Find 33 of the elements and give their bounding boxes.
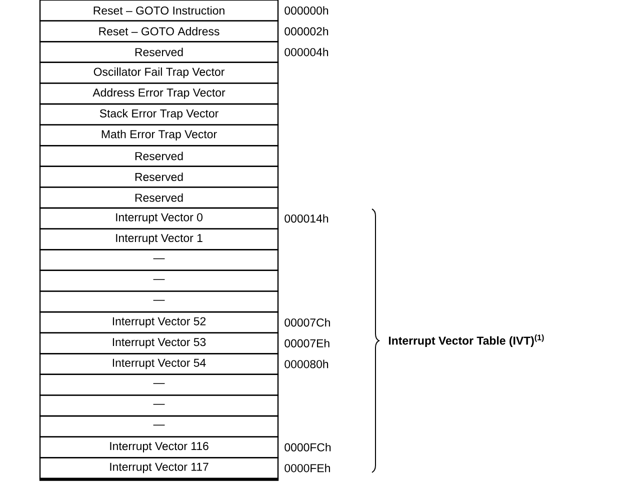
memory-cell: Interrupt Vector 1	[39, 228, 279, 250]
memory-cell: —	[39, 249, 279, 271]
memory-cell: —	[39, 394, 279, 417]
memory-cell: Stack Error Trap Vector	[39, 103, 279, 126]
memory-cell: Reserved	[39, 166, 279, 188]
memory-cell: Oscillator Fail Trap Vector	[39, 62, 279, 84]
memory-cell: —	[39, 290, 279, 313]
address-label: 000000h	[284, 6, 328, 15]
memory-cell: —	[39, 374, 279, 396]
memory-cell: Address Error Trap Vector	[39, 82, 279, 105]
memory-cell: —	[39, 270, 279, 292]
address-label: 0000FCh	[284, 443, 331, 452]
memory-cell: Reserved	[39, 145, 279, 167]
memory-cell: Math Error Trap Vector	[39, 124, 279, 146]
memory-cell: Reset – GOTO Address	[39, 20, 279, 42]
memory-cell: Interrupt Vector 117	[39, 457, 279, 479]
table-label: Interrupt Vector Table (IVT)$^{(1)}$	[388, 334, 544, 347]
memory-cell: Reset – GOTO Instruction	[39, 0, 279, 22]
memory-cell: Reserved	[39, 186, 279, 209]
address-label: 000014h	[284, 214, 328, 223]
memory-cell: Interrupt Vector 116	[39, 436, 279, 458]
memory-cell: —	[39, 415, 279, 438]
address-label: 000004h	[284, 48, 328, 56]
address-label: 000002h	[284, 27, 328, 36]
address-label: 000080h	[284, 360, 328, 368]
memory-cell: Interrupt Vector 0	[39, 207, 279, 230]
address-label: 00007Eh	[284, 339, 330, 348]
address-label: 00007Ch	[284, 318, 330, 327]
memory-cell: Interrupt Vector 54	[39, 353, 279, 375]
memory-cell: Reserved	[39, 41, 279, 63]
address-label: 0000FEh	[284, 464, 330, 472]
memory-cell: Interrupt Vector 53	[39, 332, 279, 354]
memory-cell: Interrupt Vector 52	[39, 311, 279, 334]
